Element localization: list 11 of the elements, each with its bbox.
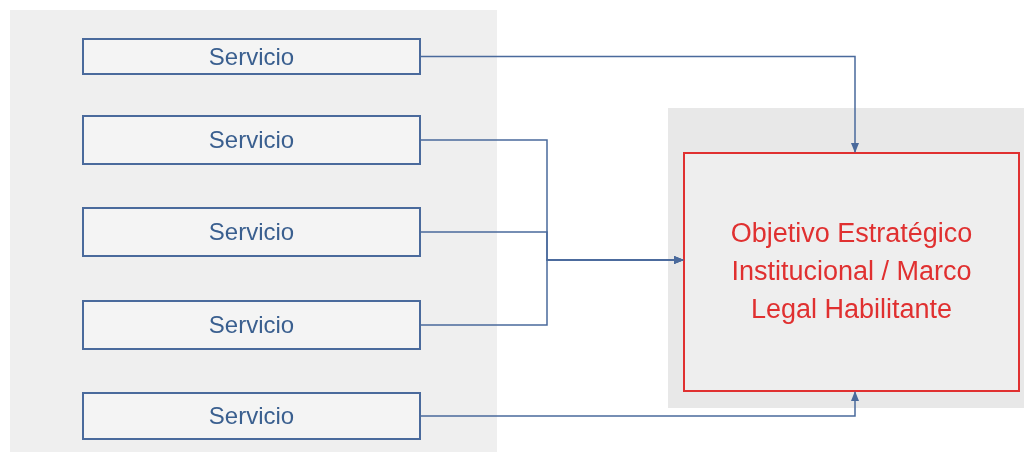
service-box: Servicio <box>82 207 421 257</box>
panel-background <box>10 10 497 452</box>
connector-arrow <box>420 55 859 153</box>
service-box: Servicio <box>82 115 421 165</box>
connector-arrow <box>420 256 684 326</box>
service-box: Servicio <box>82 300 421 350</box>
service-box: Servicio <box>82 392 421 440</box>
objective-box: Objetivo Estratégico Institucional / Marco Legal Habilitante <box>683 152 1020 392</box>
connector-arrow <box>420 391 859 417</box>
rounded-panel <box>668 108 1024 408</box>
service-box: Servicio <box>82 38 421 75</box>
